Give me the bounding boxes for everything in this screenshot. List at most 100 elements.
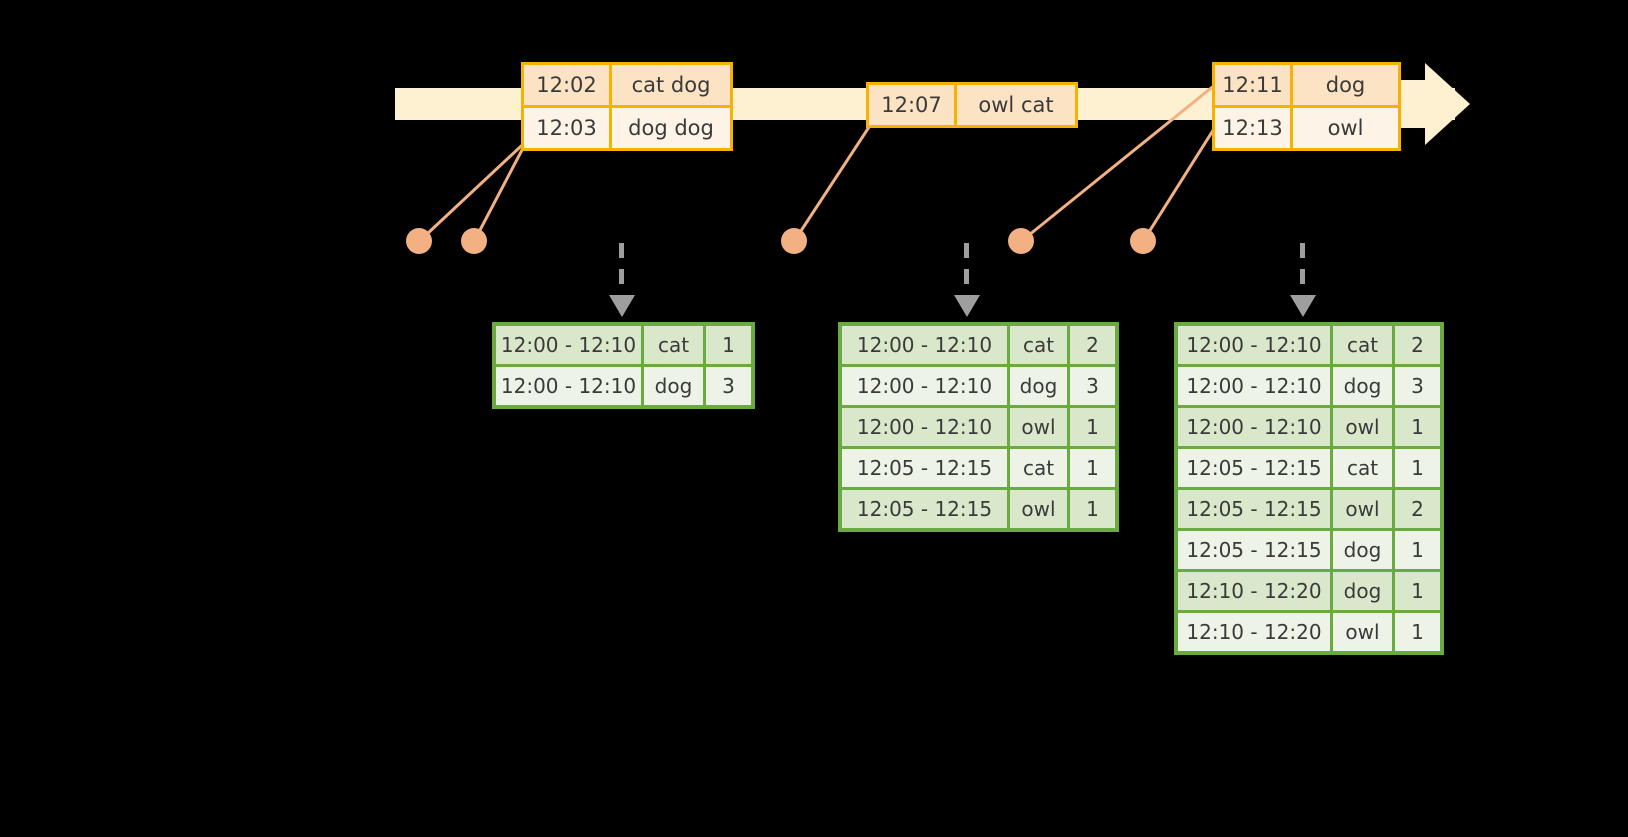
event-row: 12:11 dog: [1215, 65, 1398, 105]
connector-dot-1: [406, 228, 432, 254]
key-cell: owl: [1333, 408, 1395, 446]
key-cell: cat: [1010, 326, 1070, 364]
event-time: 12:07: [869, 85, 957, 125]
window-cell: 12:05 - 12:15: [842, 490, 1010, 528]
dashed-arrow-to-table-3: [1290, 243, 1316, 321]
event-row: 12:13 owl: [1215, 105, 1398, 148]
key-cell: dog: [1333, 572, 1395, 610]
window-cell: 12:00 - 12:10: [496, 326, 644, 364]
event-value: owl cat: [957, 85, 1075, 125]
key-cell: dog: [1010, 367, 1070, 405]
count-cell: 1: [1070, 490, 1115, 528]
count-cell: 1: [1395, 613, 1440, 651]
key-cell: owl: [1010, 490, 1070, 528]
window-cell: 12:05 - 12:15: [842, 449, 1010, 487]
window-cell: 12:10 - 12:20: [1178, 613, 1333, 651]
connector-line: [792, 121, 874, 242]
key-cell: dog: [644, 367, 706, 405]
event-box-3[interactable]: 12:11 dog 12:13 owl: [1212, 62, 1401, 151]
window-cell: 12:00 - 12:10: [842, 367, 1010, 405]
arrow-head-icon: [609, 295, 635, 317]
window-cell: 12:10 - 12:20: [1178, 572, 1333, 610]
window-cell: 12:05 - 12:15: [1178, 490, 1333, 528]
key-cell: dog: [1333, 367, 1395, 405]
count-cell: 2: [1395, 326, 1440, 364]
count-cell: 1: [706, 326, 751, 364]
count-cell: 1: [1070, 408, 1115, 446]
count-cell: 1: [1395, 572, 1440, 610]
window-cell: 12:00 - 12:10: [842, 408, 1010, 446]
dashed-arrow-stem: [1300, 243, 1305, 297]
event-value: dog: [1293, 65, 1398, 105]
window-cell: 12:05 - 12:15: [1178, 531, 1333, 569]
window-cell: 12:00 - 12:10: [842, 326, 1010, 364]
timeline-arrow-head-icon: [1425, 63, 1470, 145]
window-cell: 12:00 - 12:10: [1178, 408, 1333, 446]
count-cell: 3: [706, 367, 751, 405]
count-cell: 1: [1395, 408, 1440, 446]
window-cell: 12:00 - 12:10: [496, 367, 644, 405]
window-cell: 12:00 - 12:10: [1178, 326, 1333, 364]
event-row: 12:07 owl cat: [869, 85, 1075, 125]
key-cell: cat: [644, 326, 706, 364]
key-cell: cat: [1333, 326, 1395, 364]
window-cell: 12:00 - 12:10: [1178, 367, 1333, 405]
event-time: 12:02: [524, 65, 612, 105]
key-cell: owl: [1010, 408, 1070, 446]
dashed-arrow-to-table-2: [954, 243, 980, 321]
event-value: dog dog: [612, 108, 730, 148]
dashed-arrow-stem: [619, 243, 624, 297]
window-cell: 12:05 - 12:15: [1178, 449, 1333, 487]
key-cell: cat: [1333, 449, 1395, 487]
count-cell: 1: [1070, 449, 1115, 487]
arrow-head-icon: [954, 295, 980, 317]
connector-dot-4: [1008, 228, 1034, 254]
connector-line: [472, 139, 529, 242]
count-cell: 3: [1070, 367, 1115, 405]
event-value: owl: [1293, 108, 1398, 148]
event-value: cat dog: [612, 65, 730, 105]
count-cell: 2: [1395, 490, 1440, 528]
count-cell: 1: [1395, 449, 1440, 487]
key-cell: dog: [1333, 531, 1395, 569]
event-time: 12:03: [524, 108, 612, 148]
count-cell: 2: [1070, 326, 1115, 364]
event-row: 12:02 cat dog: [524, 65, 730, 105]
event-row: 12:03 dog dog: [524, 105, 730, 148]
count-cell: 3: [1395, 367, 1440, 405]
event-box-2[interactable]: 12:07 owl cat: [866, 82, 1078, 128]
dashed-arrow-to-table-1: [609, 243, 635, 321]
key-cell: cat: [1010, 449, 1070, 487]
connector-dot-3: [781, 228, 807, 254]
dashed-arrow-stem: [964, 243, 969, 297]
arrow-head-icon: [1290, 295, 1316, 317]
connector-line: [1141, 121, 1220, 242]
event-time: 12:11: [1215, 65, 1293, 105]
key-cell: owl: [1333, 490, 1395, 528]
connector-dot-5: [1130, 228, 1156, 254]
key-cell: owl: [1333, 613, 1395, 651]
event-time: 12:13: [1215, 108, 1293, 148]
connector-dot-2: [461, 228, 487, 254]
connector-line: [417, 138, 529, 243]
event-box-1[interactable]: 12:02 cat dog 12:03 dog dog: [521, 62, 733, 151]
